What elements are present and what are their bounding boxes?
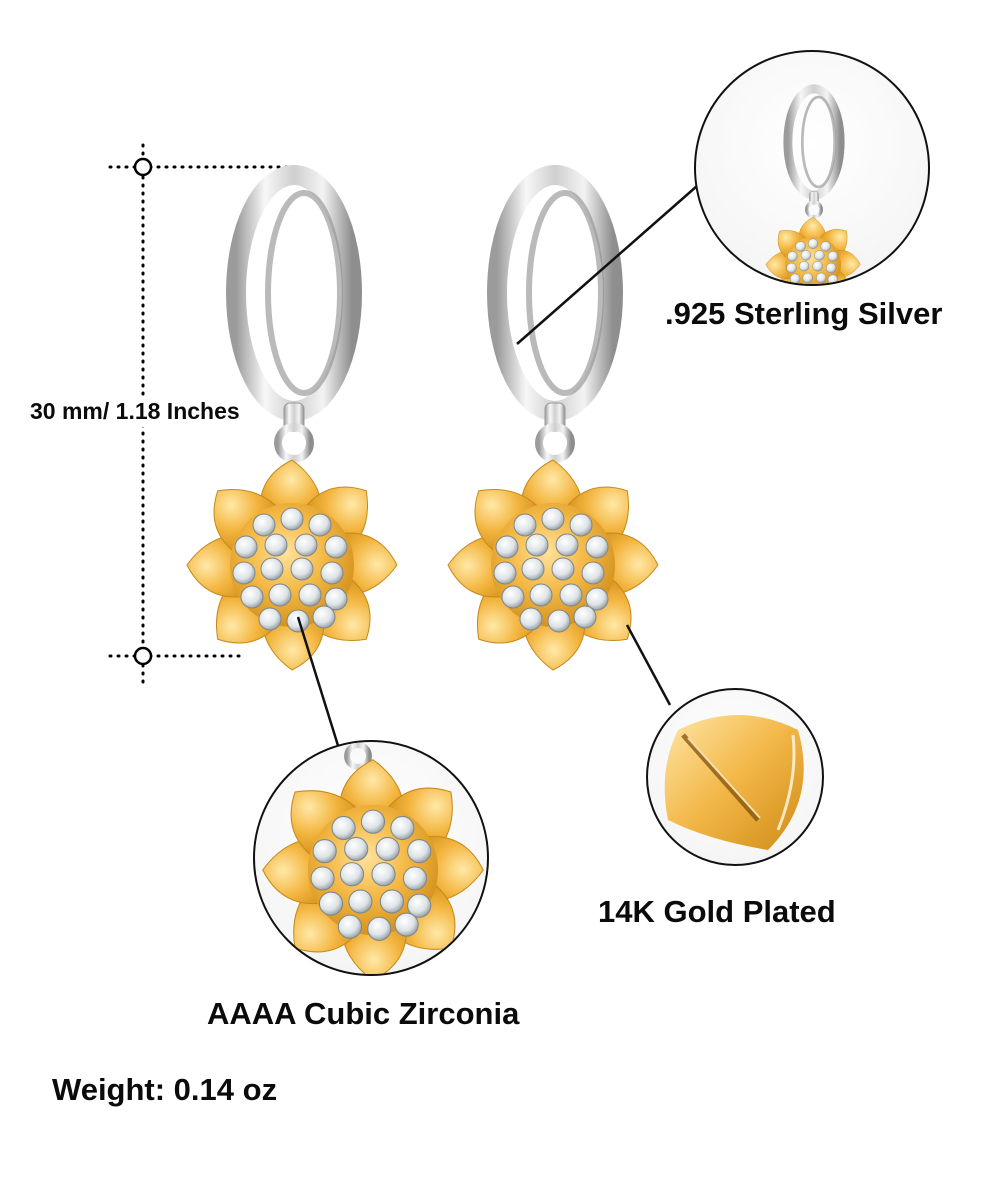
- petal-closeup-image: [664, 715, 804, 850]
- gold-label: 14K Gold Plated: [598, 894, 836, 929]
- gold-detail-circle: [646, 688, 824, 866]
- weight-label: Weight: 0.14 oz: [52, 1072, 278, 1107]
- silver-detail-circle: [694, 50, 930, 286]
- hoop-closeup-image: [696, 52, 930, 286]
- bottom-marker-icon: [133, 646, 153, 666]
- top-marker-icon: [133, 157, 153, 177]
- dimension-label: 30 mm/ 1.18 Inches: [30, 396, 240, 427]
- stone-closeup-image: [262, 742, 484, 974]
- silver-label: .925 Sterling Silver: [665, 296, 943, 331]
- zirconia-label: AAAA Cubic Zirconia: [207, 996, 520, 1031]
- zirconia-detail-circle: [253, 740, 489, 976]
- left-earring: [187, 175, 397, 670]
